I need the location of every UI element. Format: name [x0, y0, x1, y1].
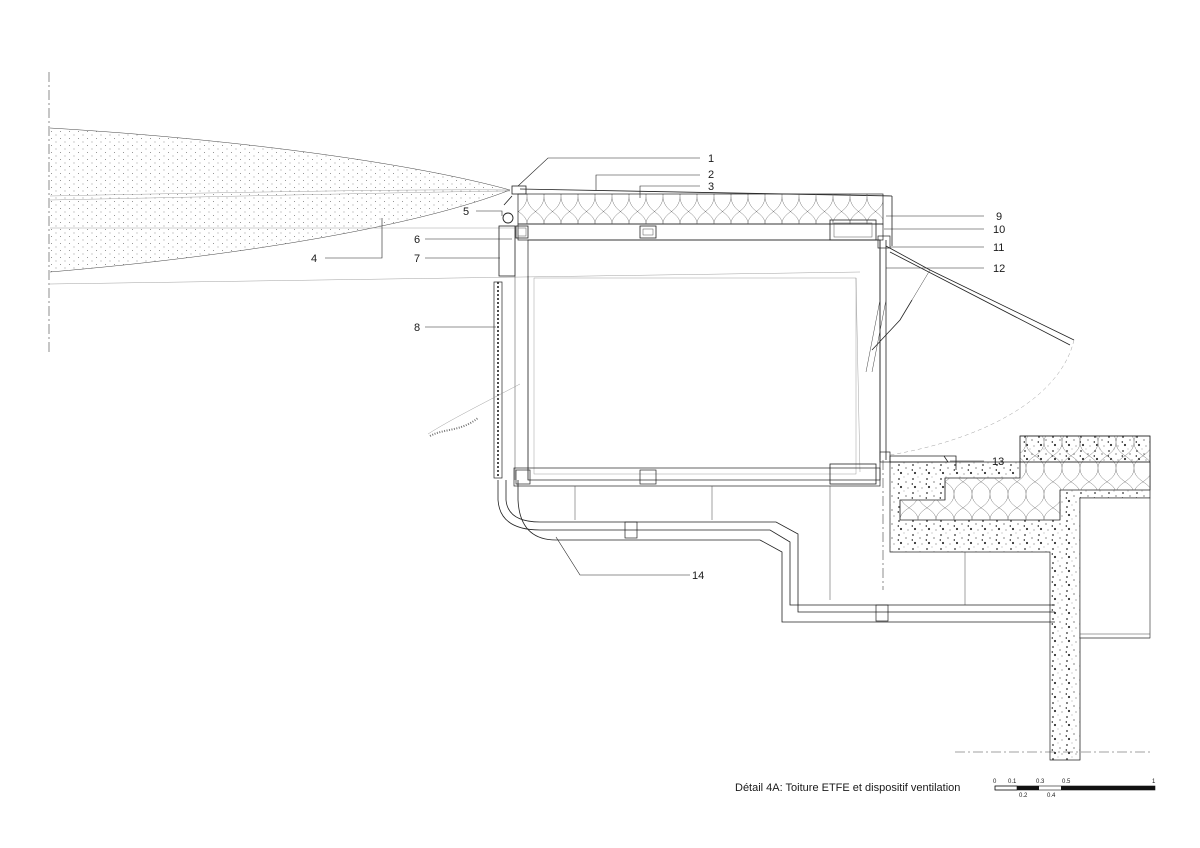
gutter-fixings: [498, 185, 527, 277]
drain-pipe: [497, 480, 1055, 623]
callout-labels: 1 2 3 4 5 6 7 8 9 10 11 12 13 14: [311, 153, 1005, 582]
callout-7: 7: [414, 253, 420, 265]
scale-tick-0-4: 0.4: [1047, 793, 1056, 799]
callout-6: 6: [414, 234, 420, 246]
roof-assembly: [515, 188, 893, 246]
floor-frame: [513, 463, 881, 600]
leader-lines: [325, 157, 984, 576]
scale-tick-1: 1: [1152, 779, 1156, 785]
scale-tick-0-1: 0.1: [1008, 779, 1017, 785]
scale-tick-0-2: 0.2: [1019, 793, 1028, 799]
callout-5: 5: [463, 206, 469, 218]
callout-10: 10: [993, 224, 1005, 236]
scale-tick-0-5: 0.5: [1062, 779, 1071, 785]
callout-9: 9: [996, 211, 1002, 223]
etfe-cushion: [49, 127, 861, 285]
callout-8: 8: [414, 322, 420, 334]
callout-3: 3: [708, 181, 714, 193]
callout-1: 1: [708, 153, 714, 165]
scale-bar: 0 0.1 0.3 0.5 1 0.2 0.4: [993, 779, 1156, 799]
callout-2: 2: [708, 169, 714, 181]
callout-4: 4: [311, 253, 317, 265]
room-box: [527, 235, 913, 481]
scale-tick-0-3: 0.3: [1036, 779, 1045, 785]
concrete-structure: [882, 435, 1151, 761]
left-wall: [427, 276, 529, 480]
drawing-caption: Détail 4A: Toiture ETFE et dispositif ve…: [735, 782, 960, 794]
callout-14: 14: [692, 570, 704, 582]
vent-flap: [885, 245, 1075, 456]
scale-tick-0: 0: [993, 779, 997, 785]
callout-11: 11: [993, 242, 1004, 254]
callout-12: 12: [993, 263, 1005, 275]
callout-13: 13: [992, 456, 1004, 468]
